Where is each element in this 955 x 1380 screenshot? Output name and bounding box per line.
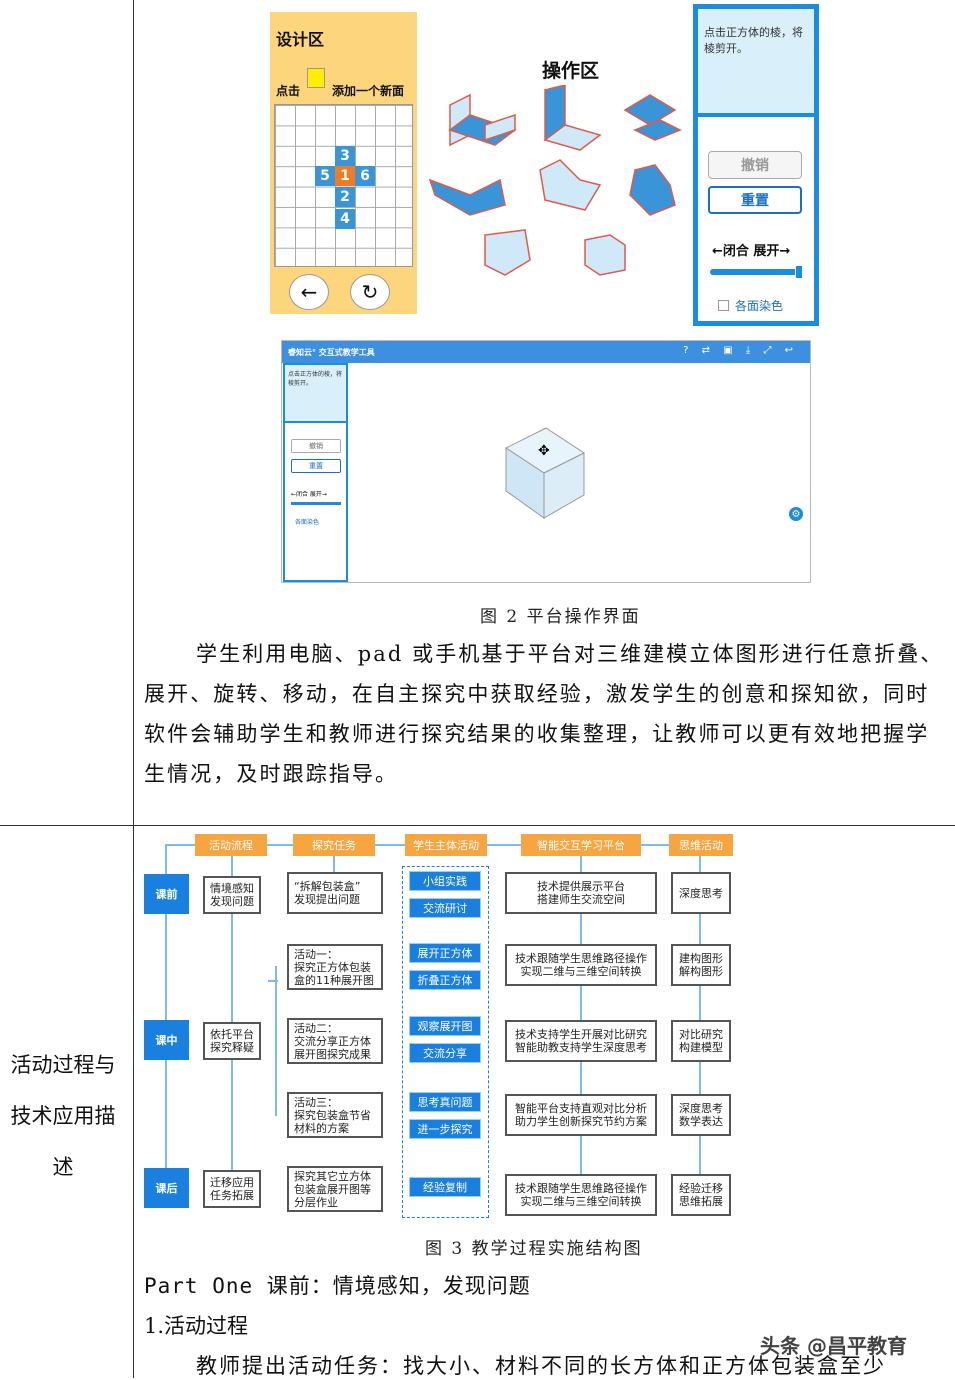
header-thinking: 思维活动 xyxy=(669,834,733,856)
task-box: 活动一： 探究正方体包装 盒的11种展开图 xyxy=(287,944,383,990)
thinking-box: 深度思考 数学表达 xyxy=(671,1094,731,1136)
figure-3-caption: 图 3 教学过程实施结构图 xyxy=(425,1239,643,1259)
sub-heading: 1.活动过程 xyxy=(144,1314,249,1338)
reset-button[interactable]: 重置 xyxy=(708,186,802,214)
process-structure-diagram: 活动流程 探究任务 学生主体活动 智能交互学习平台 思维活动 课前 课中 课后 … xyxy=(143,830,741,1226)
figure-2-caption: 图 2 平台操作界面 xyxy=(480,607,641,627)
net-cell[interactable]: 5 xyxy=(315,166,335,186)
app-reset-button[interactable]: 重置 xyxy=(291,459,341,473)
activity-pill: 折叠正方体 xyxy=(409,970,481,990)
design-zone-panel: 设计区 点击 添加一个新面 3 5 1 6 2 4 ← ↻ xyxy=(270,12,417,314)
fold-slider-handle[interactable] xyxy=(795,265,803,279)
platform-box: 技术支持学生开展对比研究 智能助教支持学生深度思考 xyxy=(505,1020,657,1062)
net-grid[interactable]: 3 5 1 6 2 4 xyxy=(274,104,413,267)
net-cell[interactable]: 2 xyxy=(335,187,355,207)
app-undo-button[interactable]: 撤销 xyxy=(291,439,341,453)
task-box: 活动二： 交流分享正方体 展开图探究成果 xyxy=(287,1018,383,1064)
design-zone-title: 设计区 xyxy=(276,30,325,49)
paint-faces-label: 各面染色 xyxy=(735,299,784,313)
settings-gear-icon[interactable]: ⚙ xyxy=(789,507,803,521)
activity-pill: 交流研讨 xyxy=(409,898,481,918)
app-title: 睿知云° 交互式教学工具 xyxy=(288,348,375,357)
body-paragraph: 学生利用电脑、pad 或手机基于平台对三维建模立体图形进行任意折叠、展开、旋转、… xyxy=(144,642,944,786)
header-platform: 智能交互学习平台 xyxy=(521,834,641,856)
operation-zone-title: 操作区 xyxy=(542,60,600,82)
app-side-panel: 点击正方体的棱，将棱剪开。 撤销 重置 ←闭合 展开→ 各面染色 xyxy=(283,363,348,582)
task-box: “拆解包装盒” 发现提出问题 xyxy=(287,872,383,914)
task-box: 探究其它立方体 包装盒展开图等 分层作业 xyxy=(287,1166,383,1212)
watermark: 头条 @昌平教育 xyxy=(760,1334,907,1358)
platform-box: 技术跟随学生思维路径操作 实现二维与三维空间转换 xyxy=(505,1174,657,1216)
app-slider[interactable] xyxy=(291,502,341,505)
table-horizontal-rule xyxy=(0,825,955,826)
row-label: 活动过程与技术应用描述 xyxy=(10,1053,116,1179)
part-heading: Part One 课前：情境感知，发现问题 xyxy=(144,1274,531,1298)
activity-pill: 观察展开图 xyxy=(409,1016,481,1036)
click-label: 点击 xyxy=(276,84,301,98)
platform-box: 智能平台支持直观对比分析 助力学生创新探究节约方案 xyxy=(505,1094,657,1136)
app-screenshot: 睿知云° 交互式教学工具 ? ⇄ ▣ ⤓ ⤢ ↩ 点击正方体的棱，将棱剪开。 撤… xyxy=(281,340,811,583)
activity-pill: 思考真问题 xyxy=(409,1092,481,1112)
thinking-box: 深度思考 xyxy=(671,872,731,914)
phase-before-class: 课前 xyxy=(144,874,189,914)
phase-after-class: 课后 xyxy=(144,1168,189,1208)
activity-pill: 经验复制 xyxy=(409,1177,481,1197)
thinking-box: 经验迁移 思维拓展 xyxy=(671,1174,731,1216)
flow-box: 依托平台 探究释疑 xyxy=(203,1022,261,1060)
activity-pill: 小组实践 xyxy=(409,871,481,891)
flow-box: 情境感知 发现问题 xyxy=(203,876,261,914)
app-instruction-note: 点击正方体的棱，将棱剪开。 xyxy=(285,365,346,423)
activity-pill: 进一步探究 xyxy=(409,1119,481,1139)
fold-slider-label: ←闭合 展开→ xyxy=(712,244,791,259)
net-cell[interactable]: 4 xyxy=(335,209,355,229)
app-paint-label[interactable]: 各面染色 xyxy=(295,519,320,526)
header-tasks: 探究任务 xyxy=(293,834,375,856)
refresh-icon[interactable]: ↻ xyxy=(350,274,390,310)
body-last-line: 教师提出活动任务：找大小、材料不同的长方体和正方体包装盒至少 xyxy=(196,1354,886,1378)
task-box: 活动三： 探究包装盒节省 材料的方案 xyxy=(287,1092,383,1138)
instruction-note: 点击正方体的棱，将棱剪开。 xyxy=(698,9,814,117)
back-arrow-icon[interactable]: ← xyxy=(289,274,329,310)
new-face-swatch[interactable] xyxy=(307,68,325,88)
net-cell-selected[interactable]: 1 xyxy=(335,166,355,186)
platform-box: 技术跟随学生思维路径操作 实现二维与三维空间转换 xyxy=(505,944,657,986)
table-vertical-rule xyxy=(133,0,134,1378)
toolbar-icons[interactable]: ? ⇄ ▣ ⤓ ⤢ ↩ xyxy=(683,345,798,356)
cube-3d[interactable]: ✥ xyxy=(504,423,594,523)
header-student-activity: 学生主体活动 xyxy=(405,834,487,856)
net-cell[interactable]: 3 xyxy=(335,146,355,166)
paint-faces-checkbox[interactable]: 各面染色 xyxy=(718,297,783,314)
svg-text:✥: ✥ xyxy=(538,443,550,459)
net-cell[interactable]: 6 xyxy=(355,166,375,186)
fold-slider-track[interactable] xyxy=(710,269,802,275)
platform-box: 技术提供展示平台 搭建师生交流空间 xyxy=(505,872,657,914)
thinking-box: 对比研究 构建模型 xyxy=(671,1020,731,1062)
header-activity-flow: 活动流程 xyxy=(195,834,267,856)
thinking-box: 建构图形 解构图形 xyxy=(671,944,731,986)
cube-folding-illustrations xyxy=(428,85,682,276)
app-slider-label: ←闭合 展开→ xyxy=(291,491,327,498)
undo-button[interactable]: 撤销 xyxy=(708,151,802,179)
student-activity-group xyxy=(402,866,489,1218)
activity-pill: 交流分享 xyxy=(409,1043,481,1063)
phase-in-class: 课中 xyxy=(144,1020,189,1060)
activity-pill: 展开正方体 xyxy=(409,943,481,963)
add-face-label: 添加一个新面 xyxy=(332,84,405,98)
control-panel: 点击正方体的棱，将棱剪开。 撤销 重置 ←闭合 展开→ 各面染色 xyxy=(693,4,819,326)
checkbox-icon[interactable] xyxy=(718,300,729,311)
flow-box: 迁移应用 任务拓展 xyxy=(203,1170,261,1208)
app-title-bar: 睿知云° 交互式教学工具 ? ⇄ ▣ ⤓ ⤢ ↩ xyxy=(282,341,810,363)
